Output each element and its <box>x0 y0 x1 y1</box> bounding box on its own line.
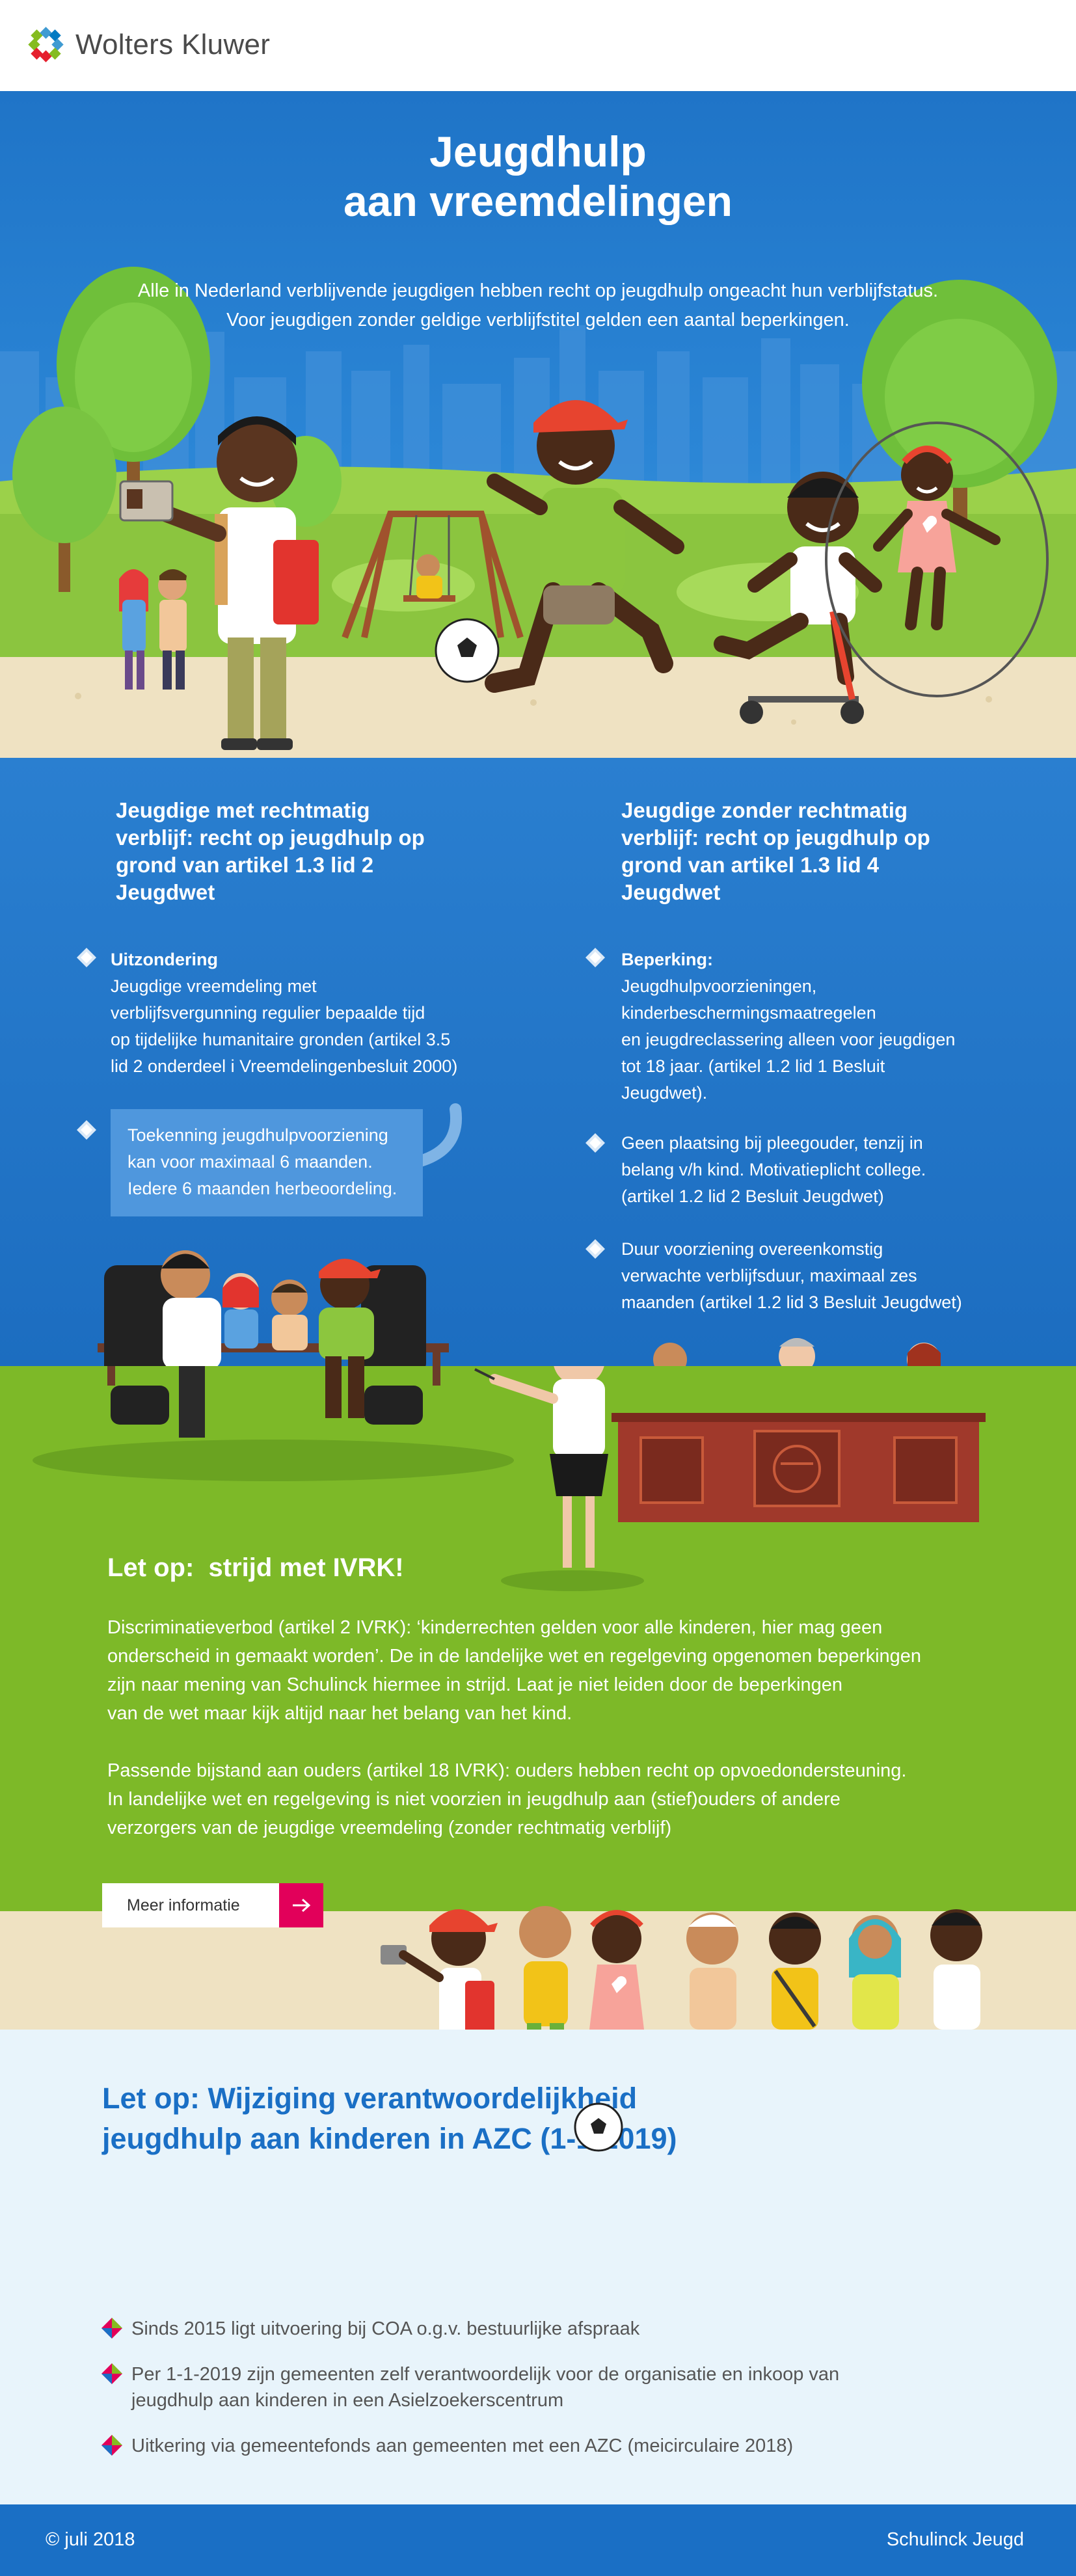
top-bar: Wolters Kluwer <box>0 0 1076 91</box>
azc-item-2: Per 1-1-2019 zijn gemeenten zelf verantw… <box>101 2361 1013 2413</box>
ivrk-heading: Let op: strijd met IVRK! <box>107 1553 404 1582</box>
hero-section: Jeugdhulp aan vreemdelingen Alle in Nede… <box>0 91 1076 758</box>
multicolor-diamond-icon <box>101 2318 122 2339</box>
multicolor-diamond-icon <box>101 2363 122 2384</box>
wolters-kluwer-logo[interactable]: Wolters Kluwer <box>26 25 270 65</box>
azc-section: Let op: Wijziging verantwoordelijkheid j… <box>0 2030 1076 2504</box>
intro-text: Alle in Nederland verblijvende jeugdigen… <box>0 276 1076 335</box>
park-illustration <box>0 267 1076 758</box>
arrow-right-icon[interactable] <box>279 1883 323 1927</box>
diamond-bullet-icon <box>585 1239 605 1259</box>
footer-product-name: Schulinck Jeugd <box>886 2529 1024 2550</box>
more-info-button[interactable]: Meer informatie <box>102 1883 323 1927</box>
right-bullet-restriction: Beperking: Jeugdhulpvoorzieningen, kinde… <box>621 950 956 1103</box>
diamond-bullet-icon <box>585 1133 605 1153</box>
title-line-1: Jeugdhulp <box>429 127 647 176</box>
right-column-heading: Jeugdige zonder rechtmatig verblijf: rec… <box>621 798 930 904</box>
diamond-bullet-icon <box>77 948 96 967</box>
intro-line-2: Voor jeugdigen zonder geldige verblijfst… <box>226 310 850 330</box>
multicolor-diamond-icon <box>101 2435 122 2456</box>
brand-name: Wolters Kluwer <box>75 29 271 60</box>
children-illustration <box>0 1366 1076 2030</box>
meeting-illustration <box>98 1103 941 1366</box>
ivrk-discrimination-paragraph: Discriminatieverbod (artikel 2 IVRK): ‘k… <box>107 1617 922 1724</box>
left-bullet-exception: Uitzondering Jeugdige vreemdeling met ve… <box>111 950 458 1076</box>
comparison-section: Jeugdige met rechtmatig verblijf: recht … <box>0 758 1076 1366</box>
left-column-heading: Jeugdige met rechtmatig verblijf: recht … <box>116 798 425 904</box>
more-info-label: Meer informatie <box>102 1883 279 1927</box>
azc-item-1: Sinds 2015 ligt uitvoering bij COA o.g.v… <box>101 2316 1013 2342</box>
title-line-2: aan vreemdelingen <box>343 177 733 225</box>
azc-item-3: Uitkering via gemeentefonds aan gemeente… <box>101 2433 1013 2459</box>
right-bullet-foster: Geen plaatsing bij pleegouder, tenzij in… <box>621 1133 926 1206</box>
footer-copyright: © juli 2018 <box>46 2529 135 2550</box>
football-icon <box>574 2102 623 2152</box>
review-callout: Toekenning jeugdhulpvoorziening kan voor… <box>111 1109 423 1216</box>
intro-line-1: Alle in Nederland verblijvende jeugdigen… <box>137 280 939 301</box>
diamond-bullet-icon <box>585 948 605 967</box>
wolters-kluwer-mark-icon <box>27 26 65 64</box>
right-bullet-duration: Duur voorziening overeenkomstig verwacht… <box>621 1239 962 1312</box>
ivrk-parents-paragraph: Passende bijstand aan ouders (artikel 18… <box>107 1760 907 1838</box>
ivrk-section: Let op: strijd met IVRK! Discriminatieve… <box>0 1366 1076 2030</box>
footer: © juli 2018 Schulinck Jeugd <box>0 2504 1076 2576</box>
diamond-bullet-icon <box>77 1120 96 1140</box>
page-title: Jeugdhulp aan vreemdelingen <box>0 127 1076 226</box>
